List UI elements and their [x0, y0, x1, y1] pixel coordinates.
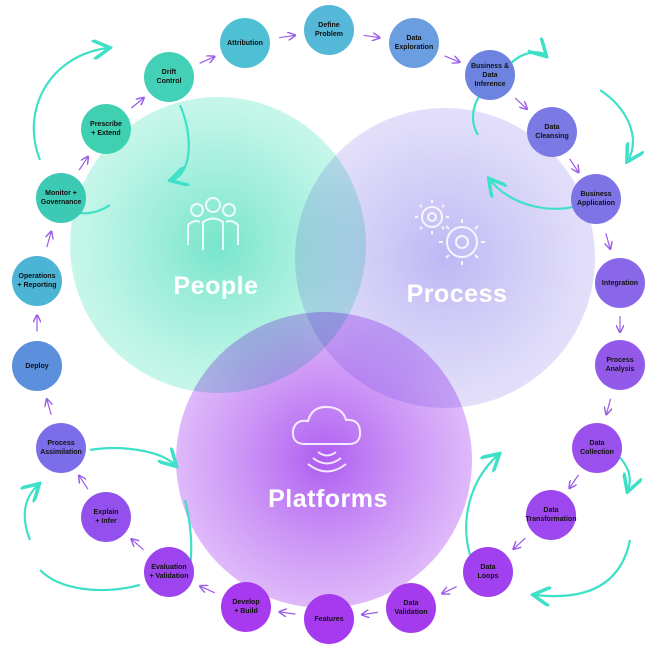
step-node-data-loops: Data Loops: [463, 547, 513, 597]
people-label: People: [173, 272, 259, 300]
arrow-attribution: [279, 35, 295, 37]
gears-icon: [415, 200, 485, 265]
arrow-data-validation: [362, 612, 378, 614]
arrow-evaluation-validation: [132, 539, 144, 551]
step-node-data-cleansing: Data Cleansing: [527, 107, 577, 157]
arrow-prescribe-extend: [130, 98, 143, 109]
connector-arrows: [37, 35, 620, 614]
step-node-process-analysis: Process Analysis: [595, 340, 645, 390]
step-node-define-problem: Define Problem: [304, 5, 354, 55]
step-node-data-collection: Data Collection: [572, 423, 622, 473]
step-node-monitor-governance: Monitor + Governance: [36, 173, 86, 223]
arrow-data-transformation: [514, 537, 526, 549]
arrow-drift-control: [199, 57, 215, 64]
step-node-features: Features: [304, 594, 354, 644]
arrow-data-exploration: [444, 55, 460, 62]
step-node-explain-infer: Explain + Infer: [81, 492, 131, 542]
step-node-evaluation-validation: Evaluation + Validation: [144, 547, 194, 597]
step-node-integration: Integration: [595, 258, 645, 308]
step-node-deploy: Deploy: [12, 341, 62, 391]
arrow-data-loops: [442, 586, 457, 594]
step-node-prescribe-extend: Prescribe + Extend: [81, 104, 131, 154]
arrow-develop-build: [200, 586, 216, 594]
step-node-drift-control: Drift Control: [144, 52, 194, 102]
arrow-process-analysis: [606, 398, 610, 414]
arrow-business-application: [606, 233, 610, 248]
loop-bottom-left: [25, 447, 193, 592]
step-node-process-assimilation: Process Assimilation: [36, 423, 86, 473]
step-node-business-data-inference: Business & Data Inference: [465, 50, 515, 100]
arrow-monitor-governance: [78, 157, 88, 171]
step-node-data-validation: Data Validation: [386, 583, 436, 633]
people-icon: [187, 197, 239, 250]
arrow-define-problem: [363, 35, 380, 37]
platforms-label: Platforms: [268, 485, 388, 513]
step-node-data-exploration: Data Exploration: [389, 18, 439, 68]
arrow-explain-infer: [79, 476, 89, 490]
step-node-data-transformation: Data Transformation: [526, 490, 576, 540]
arrow-business-data-inference: [514, 97, 527, 109]
arrow-data-collection: [570, 474, 579, 488]
arrow-data-cleansing: [569, 158, 579, 172]
arrow-features: [280, 612, 296, 614]
step-node-develop-build: Develop + Build: [221, 582, 271, 632]
arrow-operations-reporting: [47, 232, 51, 248]
process-label: Process: [406, 280, 508, 308]
step-node-attribution: Attribution: [220, 18, 270, 68]
step-node-operations-reporting: Operations + Reporting: [12, 256, 62, 306]
cloud-signal-icon: [291, 405, 362, 473]
step-node-business-application: Business Application: [571, 174, 621, 224]
arrow-process-assimilation: [47, 399, 51, 415]
platforms-circle: [176, 312, 472, 608]
